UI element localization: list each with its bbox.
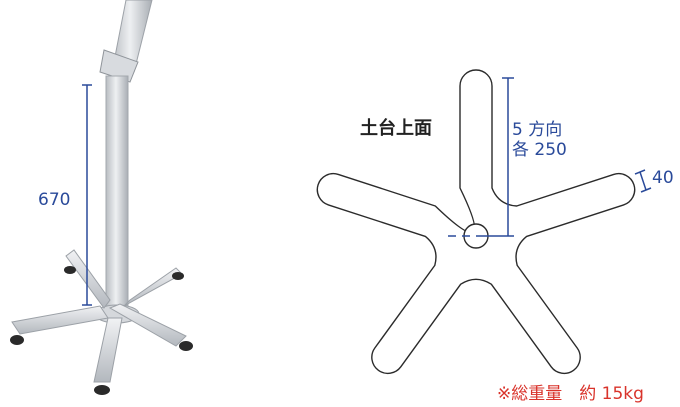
arm-spec-length: 各 250 bbox=[512, 140, 567, 160]
stand-caster bbox=[10, 335, 24, 345]
stand-pole bbox=[105, 75, 129, 313]
stand-leg bbox=[65, 249, 111, 309]
stand-leg bbox=[93, 317, 123, 383]
stand-photo bbox=[10, 0, 193, 395]
stand-caster bbox=[172, 272, 184, 280]
arm-length-dimension bbox=[502, 77, 514, 236]
stand-clamp bbox=[99, 49, 139, 83]
stand-caster bbox=[64, 266, 76, 274]
stand-caster bbox=[94, 385, 110, 395]
stand-leg bbox=[11, 305, 109, 335]
stand-caster bbox=[179, 341, 193, 351]
stand-leg bbox=[108, 303, 187, 347]
base-top-view-outline bbox=[316, 69, 636, 375]
arm-width-label: 40 bbox=[652, 168, 674, 188]
diagram-title: 土台上面 bbox=[360, 118, 432, 139]
height-label: 670 bbox=[38, 190, 71, 210]
arm-width-dimension bbox=[634, 169, 652, 193]
arm-spec-directions: 5 方向 bbox=[512, 120, 563, 140]
total-weight-note: ※総重量 約 15kg bbox=[497, 384, 644, 404]
stand-leg bbox=[123, 267, 183, 307]
height-dimension bbox=[82, 84, 92, 306]
